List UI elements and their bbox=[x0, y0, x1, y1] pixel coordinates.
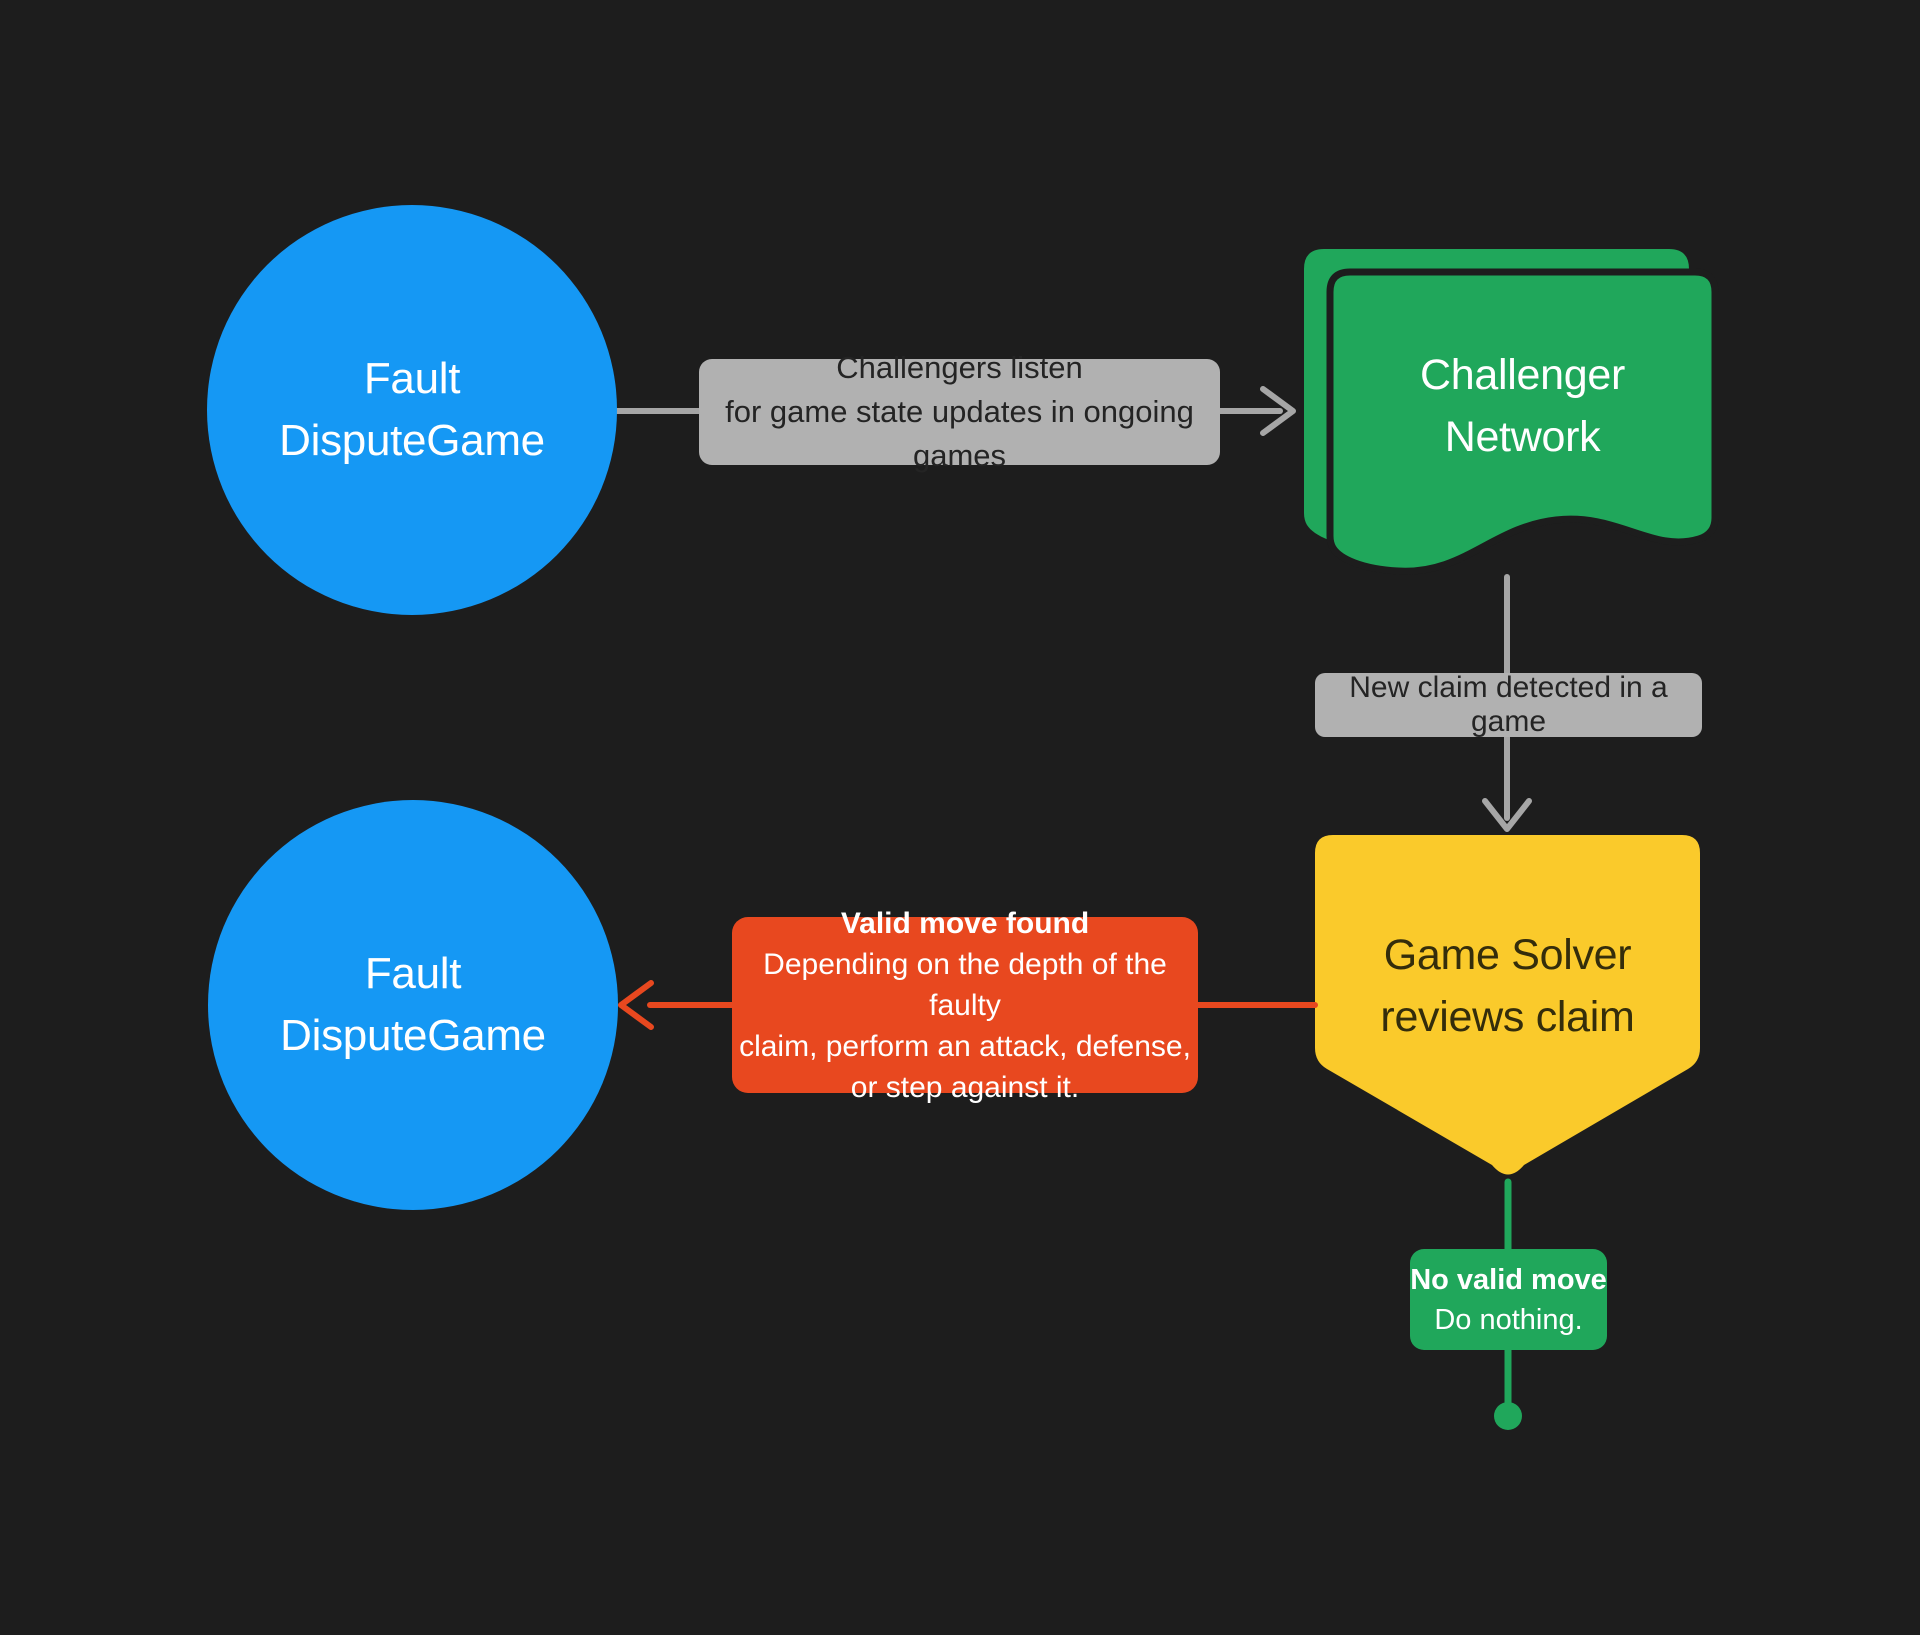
callout-valid-move-found[interactable]: Valid move found Depending on the depth … bbox=[732, 907, 1198, 1104]
arrowhead-right-icon bbox=[1260, 386, 1296, 436]
node-challenger-network-label: Challenger Network bbox=[1330, 272, 1715, 540]
edge-label-line: New claim detected in a game bbox=[1349, 671, 1668, 738]
pentagon-shape[interactable] bbox=[1315, 835, 1700, 1175]
arrowhead-left-icon bbox=[618, 980, 654, 1030]
node-game-solver-label: Game Solver reviews claim bbox=[1315, 835, 1700, 1137]
document-shape-front[interactable] bbox=[1326, 268, 1719, 575]
node-label-line: DisputeGame bbox=[280, 1011, 546, 1060]
callout-line: Depending on the depth of the faulty bbox=[763, 947, 1167, 1022]
edge-label-line: Challengers listen bbox=[836, 350, 1083, 385]
edge-label-new-claim[interactable]: New claim detected in a game bbox=[1315, 671, 1702, 738]
terminator-dot bbox=[1494, 1402, 1522, 1430]
callout-title: Valid move found bbox=[840, 906, 1090, 940]
edge-label-line: for game state updates in ongoing games bbox=[725, 394, 1194, 473]
node-fault-dispute-game-top[interactable]: Fault DisputeGame bbox=[207, 205, 617, 615]
callout-no-valid-move[interactable]: No valid move Do nothing. bbox=[1410, 1249, 1607, 1350]
node-label-line: reviews claim bbox=[1380, 993, 1635, 1041]
edge-label-challengers-listen[interactable]: Challengers listen for game state update… bbox=[699, 350, 1220, 473]
node-label-line: Challenger bbox=[1420, 351, 1625, 399]
node-label-line: Game Solver bbox=[1383, 931, 1632, 979]
callout-line: Do nothing. bbox=[1434, 1303, 1583, 1336]
node-label-line: Fault bbox=[363, 354, 461, 403]
node-label-line: Network bbox=[1444, 413, 1601, 461]
node-label-line: Fault bbox=[364, 949, 462, 998]
arrowhead-down-icon bbox=[1482, 798, 1532, 832]
node-fault-dispute-game-bottom[interactable]: Fault DisputeGame bbox=[208, 800, 618, 1210]
node-label-line: DisputeGame bbox=[279, 416, 545, 465]
callout-title: No valid move bbox=[1410, 1263, 1607, 1296]
callout-line: claim, perform an attack, defense, bbox=[739, 1029, 1191, 1063]
callout-line: or step against it. bbox=[850, 1070, 1080, 1104]
